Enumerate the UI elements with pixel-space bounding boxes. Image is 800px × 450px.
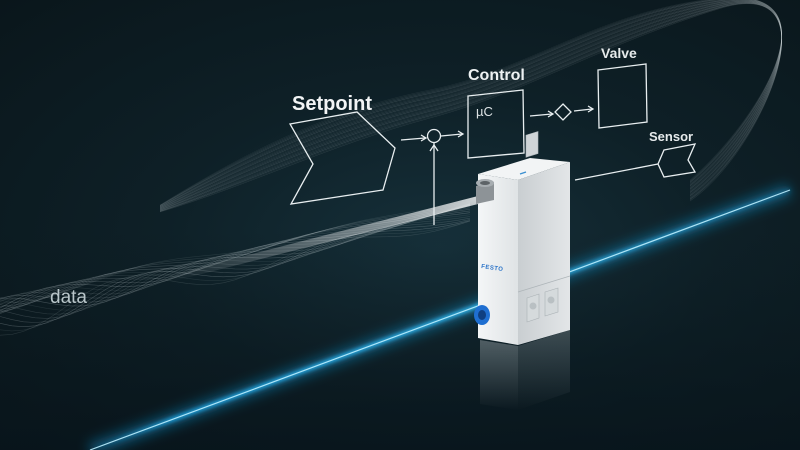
electrical-connector (476, 179, 494, 204)
device-top (478, 158, 570, 180)
glow-line (87, 183, 793, 450)
ribbon-strand (159, 3, 782, 212)
ribbon-strand (159, 2, 782, 212)
sensor-icon (657, 143, 697, 178)
ribbon-strand (159, 2, 782, 212)
ribbon-strand (0, 217, 471, 319)
ribbon-strand (159, 1, 782, 210)
controller-label: µC (476, 104, 493, 119)
control-diagram (288, 63, 697, 225)
ribbon-strand (159, 0, 782, 206)
ribbon-strand (159, 1, 782, 210)
ribbon-strand (0, 219, 471, 323)
ribbon-strand (159, 0, 782, 209)
ribbon-strand (0, 204, 471, 314)
ribbon-strand (0, 220, 471, 332)
ribbon-strand (0, 201, 471, 304)
ribbon-strand (159, 3, 782, 212)
data-label: data (50, 287, 87, 308)
ribbon-strand (159, 0, 782, 208)
ribbon-strand (159, 0, 782, 208)
ribbon-strand (0, 205, 471, 309)
pressure-regulator-device: FESTO (474, 131, 571, 410)
ribbon-strand (159, 1, 782, 210)
ribbon-strand (0, 202, 471, 307)
ribbon-strand (159, 0, 782, 207)
ribbon-strand (159, 0, 782, 209)
ribbon-strand (159, 2, 782, 211)
ribbon-strand (0, 208, 471, 300)
device-front (478, 174, 518, 345)
ribbon-strand (159, 0, 782, 207)
ribbon-strand (0, 220, 471, 336)
device-reflection (480, 340, 518, 410)
ribbon-strand (159, 0, 782, 208)
ribbon-strand (0, 206, 471, 306)
ribbon-strand (159, 0, 782, 206)
diamond-icon (554, 103, 572, 121)
ribbon-strand (159, 0, 782, 207)
ribbon-strand (0, 220, 471, 328)
ribbon-strand (0, 210, 471, 303)
ribbon-strand (159, 1, 782, 210)
swoosh-ribbon (159, 0, 782, 213)
brand-label: FESTO (481, 264, 504, 273)
ribbon-strand (159, 0, 782, 209)
ribbon-strand (159, 0, 782, 207)
valve-label: Valve (601, 45, 637, 61)
ribbon-strand (159, 2, 782, 211)
control-box (467, 89, 525, 159)
device-side (518, 162, 570, 345)
ribbon-strand (0, 205, 471, 312)
summing-junction-icon (426, 128, 442, 144)
ribbon-strand (159, 2, 782, 211)
setpoint-label: Setpoint (292, 93, 372, 115)
sensor-label: Sensor (649, 129, 693, 144)
ribbon-strand (0, 200, 471, 301)
ribbon-strand (159, 0, 782, 209)
data-beam (170, 196, 478, 282)
port-block (525, 131, 539, 158)
valve-box (597, 63, 648, 129)
control-label: Control (468, 67, 525, 84)
ribbon-strand (159, 3, 782, 213)
ribbon-strand (0, 207, 471, 302)
setpoint-chevron-icon (288, 111, 396, 205)
ribbon-strand (159, 0, 782, 206)
blue-connector (474, 305, 490, 325)
